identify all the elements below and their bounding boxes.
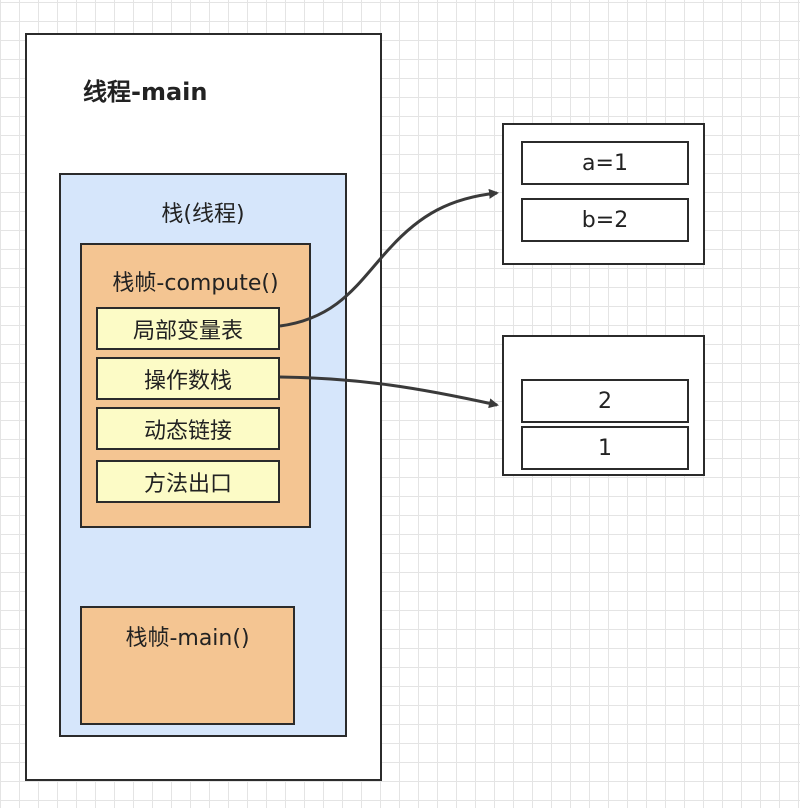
- arrow-operand-stack: [279, 375, 499, 409]
- local-var-cell: a=1: [521, 141, 689, 185]
- local-var-cell: b=2: [521, 198, 689, 242]
- operand-stack-cell: 2: [521, 379, 689, 423]
- thread-title: 线程-main: [83, 78, 208, 106]
- slot-local-variable-table: 局部变量表: [96, 307, 280, 350]
- frame-main: [80, 606, 295, 725]
- stack-title: 栈(线程): [161, 202, 245, 227]
- operand-stack-cell: 1: [521, 426, 689, 470]
- slot-operand-stack: 操作数栈: [96, 357, 280, 400]
- frame-main-title: 栈帧-main(): [125, 626, 250, 651]
- slot-dynamic-linking: 动态链接: [96, 407, 280, 450]
- arrow-local-vars: [279, 188, 499, 328]
- slot-return-address: 方法出口: [96, 460, 280, 503]
- frame-compute-title: 栈帧-compute(): [112, 271, 279, 296]
